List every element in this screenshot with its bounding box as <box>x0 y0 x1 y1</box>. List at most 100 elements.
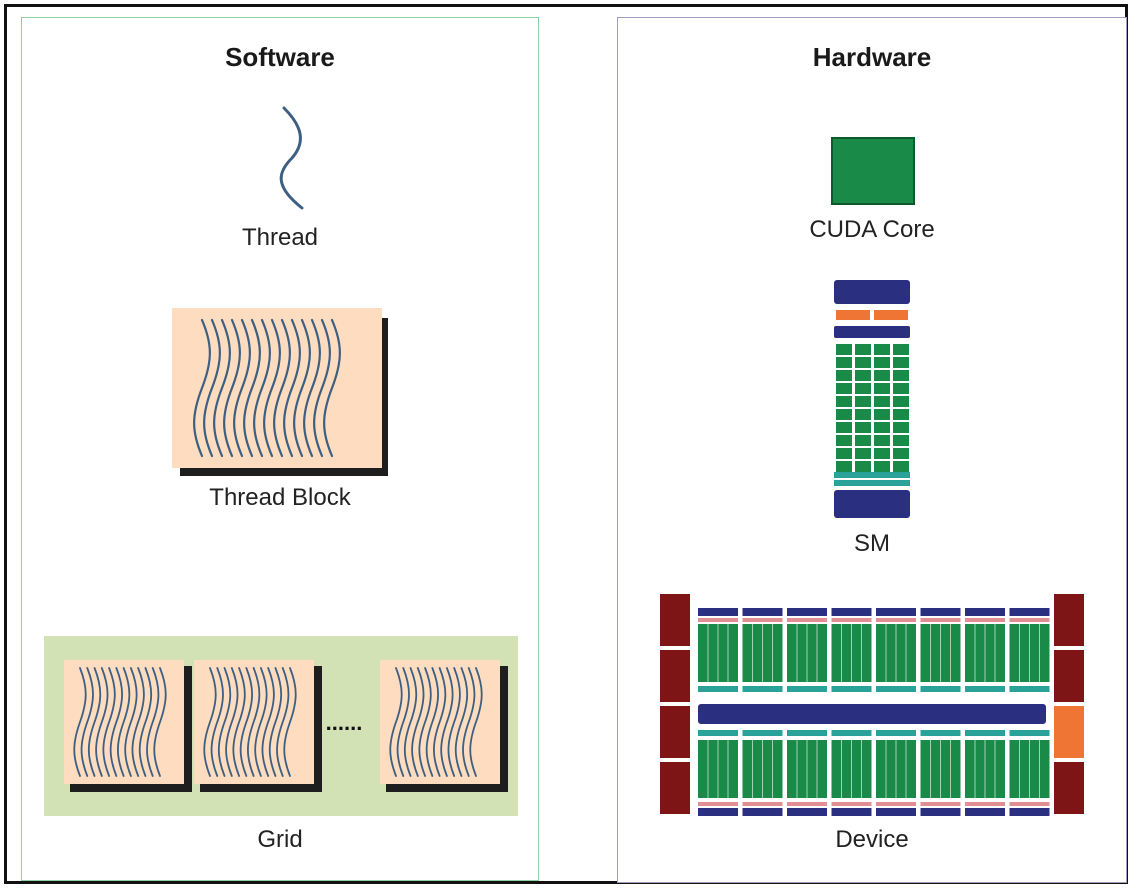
thread-line <box>273 318 291 458</box>
sm-icon <box>834 280 910 518</box>
sm-core-cell <box>855 461 871 472</box>
device-sm-grid-line <box>752 740 753 798</box>
device-sm-grid-line <box>1039 624 1040 682</box>
device-icon <box>660 594 1084 816</box>
cuda-core-square <box>831 137 915 205</box>
thread-line <box>243 318 261 458</box>
thread-line <box>233 318 251 458</box>
sm-orange-left <box>836 310 870 320</box>
software-panel: Software Thread Thread Block ...... Grid <box>21 17 539 881</box>
device-sm-grid-line <box>707 624 709 682</box>
device-sm-grid-line <box>930 740 931 798</box>
sm-core-cell <box>893 344 909 355</box>
device-sm-grid-line <box>905 624 907 682</box>
thread-line <box>293 318 311 458</box>
device-sm-grid-line <box>885 624 887 682</box>
device-label: Device <box>835 826 909 853</box>
sm-core-cell <box>855 422 871 433</box>
device-sm <box>698 608 738 692</box>
sm-core-cell <box>893 461 909 472</box>
device-sm-grid-line <box>950 624 951 682</box>
thread-line <box>454 667 469 777</box>
sm-label: SM <box>854 530 890 557</box>
device-sm-part <box>876 730 916 736</box>
thread-line <box>87 667 102 777</box>
cuda-core-icon <box>831 137 915 205</box>
thread-line <box>263 318 281 458</box>
sm-core-cell <box>855 370 871 381</box>
device-sm-part <box>920 686 961 692</box>
sm-core-cell <box>855 448 871 459</box>
device-side-left <box>660 762 690 814</box>
sm-core-cell <box>874 396 890 407</box>
thread-line <box>261 667 275 777</box>
thread-line <box>254 667 268 777</box>
thread-line <box>124 667 138 777</box>
device-sm-part <box>787 618 827 622</box>
device-sm-part <box>965 608 1005 616</box>
device-sm-grid-line <box>762 740 763 798</box>
thread-line <box>303 318 321 458</box>
sm-core-cell <box>836 396 852 407</box>
sm-core-cell <box>836 448 852 459</box>
device-sm <box>920 608 961 692</box>
device-sm-grid-line <box>895 624 897 682</box>
device-sm-part <box>787 802 827 806</box>
device-sm-part <box>1009 618 1050 622</box>
device-sm-grid-line <box>727 740 729 798</box>
device-sm-part <box>831 686 872 692</box>
sm-core-cell <box>874 409 890 420</box>
device-sm <box>876 730 916 816</box>
diagram-frame: Software Thread Thread Block ...... Grid… <box>4 4 1128 884</box>
device-sm-part <box>787 808 827 816</box>
device-sm-grid-line <box>717 624 719 682</box>
device-sm-part <box>831 608 872 616</box>
thread-line <box>469 667 483 777</box>
sm-core-cell <box>874 422 890 433</box>
device-sm-grid-line <box>796 740 798 798</box>
device-sm-grid-line <box>772 740 773 798</box>
device-sm-part <box>742 686 783 692</box>
device-sm-grid-line <box>806 624 808 682</box>
thread-line <box>283 667 297 777</box>
thread-line <box>146 667 160 777</box>
device-sm-grid-line <box>940 624 941 682</box>
sm-top-bar <box>834 280 910 304</box>
device-sm <box>1009 608 1050 692</box>
device-sm-grid-line <box>796 624 798 682</box>
device-sm-part <box>876 608 916 616</box>
device-sm-part <box>1009 730 1050 736</box>
device-sm <box>965 730 1005 816</box>
device-sm-grid-line <box>816 624 818 682</box>
thread-line <box>73 667 87 777</box>
thread-line <box>131 667 145 777</box>
device-sm-grid-line <box>851 624 852 682</box>
device-sm-grid-line <box>772 624 773 682</box>
device-sm-part <box>742 802 783 806</box>
device-sm-part <box>876 808 916 816</box>
device-sm-part <box>920 802 961 806</box>
device-sm-grid-line <box>851 740 852 798</box>
thread-line <box>440 667 454 777</box>
device-side-right <box>1054 650 1084 702</box>
device-sm-grid-line <box>905 740 907 798</box>
device-sm-part <box>742 608 783 616</box>
device-sm <box>787 730 827 816</box>
device-sm-grid-line <box>1039 740 1040 798</box>
sm-core-cell <box>855 435 871 446</box>
device-sm-part <box>831 802 872 806</box>
device-sm-part <box>876 686 916 692</box>
thread-line <box>102 667 116 777</box>
device-sm-grid-line <box>1029 624 1030 682</box>
device-sm-grid-line <box>994 624 996 682</box>
device-sm <box>831 608 872 692</box>
device-side-right <box>1054 594 1084 646</box>
sm-teal-bar <box>834 480 910 486</box>
thread-label: Thread <box>241 224 319 251</box>
device-sm-part <box>920 730 961 736</box>
thread-line <box>203 667 217 777</box>
thread-line <box>313 318 331 458</box>
grid-label: Grid <box>257 826 303 853</box>
device-sm-grid-line <box>861 740 862 798</box>
device-sm-grid-line <box>752 624 753 682</box>
